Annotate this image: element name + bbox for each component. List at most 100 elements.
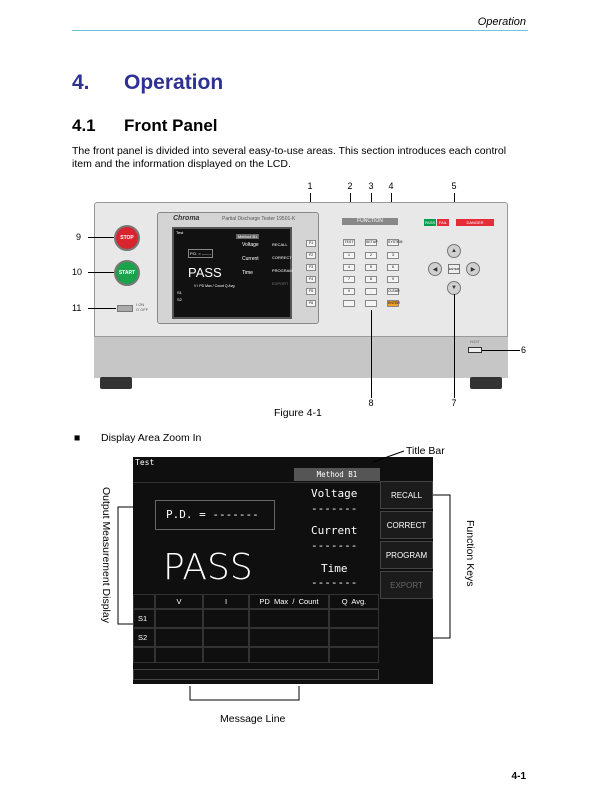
callout-7: 7 (451, 398, 457, 408)
table-row-label: S1 (133, 609, 155, 628)
key-1[interactable]: 1 (343, 252, 355, 259)
mini-pass: PASS (188, 265, 222, 280)
table-cell (155, 628, 203, 647)
table-cell (155, 647, 203, 663)
power-switch[interactable] (117, 305, 133, 312)
callout-2: 2 (347, 181, 353, 191)
lcd-divider (133, 482, 433, 483)
key-3[interactable]: 3 (387, 252, 399, 259)
lcd-pass-result: PASS (163, 547, 253, 588)
system-button[interactable]: SYSTEM (387, 239, 403, 246)
device-foot-right (470, 377, 502, 389)
callout-line-11 (88, 308, 116, 309)
key-blank-2[interactable] (365, 300, 377, 307)
table-cell (203, 647, 249, 663)
start-button[interactable]: START (114, 260, 140, 286)
mini-s2: S2 (177, 297, 182, 302)
usb-label: HOST (470, 340, 480, 344)
pass-lamp: PASS (424, 219, 436, 226)
table-header: V (155, 594, 203, 609)
fn-key-f5[interactable]: F5 (306, 288, 316, 295)
lcd-pd-box: P.D. = ------- (155, 500, 275, 530)
mini-voltage: Voltage (242, 242, 259, 248)
callout-8: 8 (368, 398, 374, 408)
key-4[interactable]: 4 (343, 264, 355, 271)
fn-key-f6[interactable]: F6 (306, 300, 316, 307)
key-6[interactable]: 6 (387, 264, 399, 271)
table-cell (249, 609, 329, 628)
key-8[interactable]: 8 (365, 276, 377, 283)
mini-recall: RECALL (272, 242, 288, 247)
voltage-value: ------- (311, 502, 358, 515)
correct-key[interactable]: CORRECT (380, 511, 433, 539)
section-heading: 4.1 Front Panel (72, 116, 218, 136)
mini-correct: CORRECT (272, 255, 292, 260)
chapter-heading: 4. Operation (72, 71, 223, 95)
arrow-right-icon[interactable]: ▶ (466, 262, 480, 276)
time-label: Time (321, 562, 348, 575)
key-0[interactable]: 0 (343, 288, 355, 295)
callout-6: 6 (521, 345, 527, 355)
key-dot[interactable]: . (365, 288, 377, 295)
fn-key-f4[interactable]: F4 (306, 276, 316, 283)
table-cell (329, 609, 379, 628)
message-line-bar (133, 669, 379, 680)
mini-pd: P.D. = ------- (188, 249, 214, 258)
mini-title: Test (176, 230, 184, 235)
callout-line-6 (482, 350, 520, 351)
arrow-left-icon[interactable]: ◀ (428, 262, 442, 276)
current-label: Current (311, 524, 358, 537)
key-7[interactable]: 7 (343, 276, 355, 283)
mini-method: Method B1 (236, 234, 260, 239)
callout-line-7 (454, 294, 455, 398)
recall-key[interactable]: RECALL (380, 481, 433, 509)
callout-line-9 (88, 237, 114, 238)
callout-4: 4 (388, 181, 394, 191)
figure-caption: Figure 4-1 (274, 407, 322, 419)
export-key[interactable]: EXPORT (380, 571, 433, 599)
section-title: Front Panel (124, 116, 218, 135)
function-keys-label: Function Keys (464, 520, 476, 587)
voltage-label: Voltage (311, 487, 358, 500)
fn-key-f1[interactable]: F1 (306, 240, 316, 247)
callout-line-10 (88, 272, 114, 273)
section-number: 4.1 (72, 116, 96, 135)
setup-button[interactable]: SETUP (365, 239, 378, 246)
brand-logo: Chroma (173, 215, 200, 222)
key-clear[interactable]: CLEAR (387, 288, 400, 295)
bullet-text: Display Area Zoom In (101, 432, 202, 444)
stop-button[interactable]: STOP (114, 225, 140, 251)
key-enter[interactable]: ENTER (387, 300, 400, 307)
table-cell (249, 647, 329, 663)
chapter-number: 4. (72, 71, 90, 94)
fn-key-f3[interactable]: F3 (306, 264, 316, 271)
callout-line-8 (371, 310, 372, 398)
key-5[interactable]: 5 (365, 264, 377, 271)
key-9[interactable]: 9 (387, 276, 399, 283)
running-header: Operation (477, 16, 526, 28)
header-rule (72, 30, 528, 31)
callout-10: 10 (72, 267, 83, 277)
usb-port[interactable] (468, 347, 482, 353)
mini-cols: V I PD Max / Count Q Avg. (194, 284, 236, 288)
table-cell (329, 628, 379, 647)
time-value: ------- (311, 576, 358, 589)
mini-current: Current (242, 256, 259, 262)
key-blank-1[interactable] (343, 300, 355, 307)
bullet-mark: ■ (74, 432, 81, 444)
fn-key-f2[interactable]: F2 (306, 252, 316, 259)
mini-export: EXPORT (272, 281, 289, 286)
title-bar-label: Title Bar (406, 445, 445, 457)
chapter-title: Operation (124, 71, 224, 94)
arrow-up-icon[interactable]: ▲ (447, 244, 461, 258)
output-display-label: Output Measurement Display (100, 487, 112, 623)
callout-1: 1 (307, 181, 313, 191)
lcd-zoom: Test Method B1 P.D. = ------- PASS Volta… (133, 457, 433, 684)
program-key[interactable]: PROGRAM (380, 541, 433, 569)
table-cell (133, 647, 155, 663)
nav-enter-button[interactable]: ENTER (448, 264, 460, 274)
test-button[interactable]: TEST (343, 239, 355, 246)
key-2[interactable]: 2 (365, 252, 377, 259)
